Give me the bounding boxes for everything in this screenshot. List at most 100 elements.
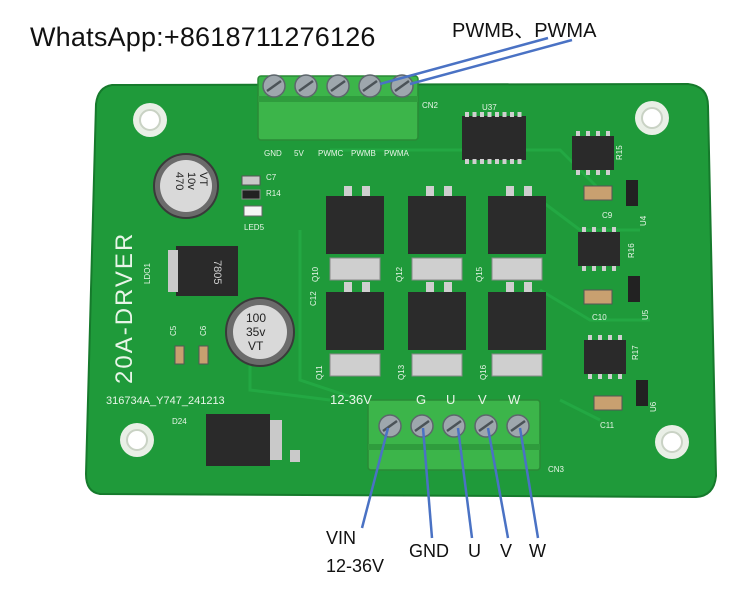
sop8-body (584, 340, 626, 374)
pwm-annotation: PWMB、PWMA (452, 20, 597, 42)
silk-u5: U5 (641, 309, 650, 320)
chip-pin (510, 112, 514, 117)
chip-pin (606, 170, 610, 175)
cap-large-line3: VT (197, 172, 209, 186)
chip-u37 (462, 112, 526, 164)
chip-pin (586, 170, 590, 175)
silk-q15: Q15 (475, 266, 484, 282)
silk-r17: R17 (631, 345, 640, 360)
chip-pin (576, 131, 580, 136)
chip-pin (510, 159, 514, 164)
chip-pin (592, 227, 596, 232)
screw-slot (298, 79, 314, 93)
chip-pin (480, 112, 484, 117)
silk-c5: C5 (169, 325, 178, 336)
mosfet-lead (444, 282, 452, 292)
chip-pin (495, 112, 499, 117)
regulator-7805: 7805 (168, 246, 238, 296)
mosfet-tab (411, 353, 463, 377)
capacitor-470uf: 470 10v VT (153, 153, 219, 219)
mosfet-lead (362, 186, 370, 196)
cap-mid-line2: 35v (246, 325, 265, 339)
silk-power-header: 12-36V (330, 392, 372, 407)
chip-pin (596, 170, 600, 175)
silk-q13: Q13 (397, 364, 406, 380)
chip-pin (502, 159, 507, 164)
silk-pwma: PWMA (384, 149, 410, 158)
screw-slot (414, 419, 430, 433)
mosfet-lead (444, 186, 452, 196)
chip-pin (472, 159, 477, 164)
cn2-terminal-block (257, 74, 419, 141)
chip-pin (606, 131, 610, 136)
label-vin-range: 12-36V (326, 556, 385, 576)
label-v: V (500, 541, 513, 561)
cap-large-line1: 470 (173, 172, 185, 190)
chip-pin (602, 227, 606, 232)
mosfet-tab (411, 257, 463, 281)
silk-pwmc: PWMC (318, 149, 344, 158)
mounting-hole (635, 101, 669, 135)
chip-pin (592, 266, 596, 271)
chip-pin (487, 159, 492, 164)
mosfet-tab (491, 353, 543, 377)
silk-5v: 5V (294, 149, 304, 158)
cap-mid-line1: 100 (246, 311, 266, 325)
mosfet-body (326, 196, 384, 254)
mosfet-lead (344, 186, 352, 196)
annotation-lines (360, 36, 573, 539)
mosfet-lead (344, 282, 352, 292)
chip-pin (588, 374, 592, 379)
chip-pin (618, 374, 622, 379)
chip-pin (602, 266, 606, 271)
silk-u4: U4 (639, 215, 648, 226)
mosfet-lead (524, 186, 532, 196)
silk-phase-w: W (508, 392, 521, 407)
chip-pin (487, 112, 492, 117)
silk-c11: C11 (600, 421, 615, 430)
mosfet-tab (329, 257, 381, 281)
label-gnd: GND (409, 541, 449, 561)
chip-pin (598, 374, 602, 379)
sop8-chips (572, 131, 626, 379)
silk-phase-g: G (416, 392, 426, 407)
capacitor-100uf: 100 35v VT (225, 297, 295, 367)
screw-slot (446, 419, 462, 433)
chip-pin (582, 266, 586, 271)
chip-pin (618, 335, 622, 340)
mosfet-array (326, 186, 546, 377)
mounting-hole (120, 423, 154, 457)
mosfet-lead (362, 282, 370, 292)
chip-pin (612, 227, 616, 232)
cap-mid-line3: VT (248, 339, 264, 353)
mosfet-tab (329, 353, 381, 377)
silk-phase-u: U (446, 392, 455, 407)
chip-pin (612, 266, 616, 271)
mosfet-body (326, 292, 384, 350)
screw-slot (330, 79, 346, 93)
mosfet-lead (426, 282, 434, 292)
chip-pin (586, 131, 590, 136)
chip-pin (480, 159, 484, 164)
mosfet-lead (506, 186, 514, 196)
sop8-body (578, 232, 620, 266)
silk-c7: C7 (266, 173, 277, 182)
mosfet-lead (426, 186, 434, 196)
screw-slot (510, 419, 526, 433)
silk-board-name: 20A-DRVER (111, 232, 138, 384)
pcb-board (84, 82, 718, 499)
chip-pin (465, 112, 469, 117)
chip-pin (588, 335, 592, 340)
silk-u6: U6 (649, 401, 658, 412)
cap-large-line2: 10v (185, 172, 197, 190)
regulator-text: 7805 (211, 260, 223, 284)
chip-pin (608, 335, 612, 340)
label-vin: VIN (326, 528, 357, 548)
chip-pin (598, 335, 602, 340)
sop8-body (572, 136, 614, 170)
chip-pin (502, 112, 507, 117)
silk-q12: Q12 (395, 266, 404, 282)
screw-slot (478, 419, 494, 433)
label-w: W (529, 541, 546, 561)
silk-r15: R15 (615, 145, 624, 160)
